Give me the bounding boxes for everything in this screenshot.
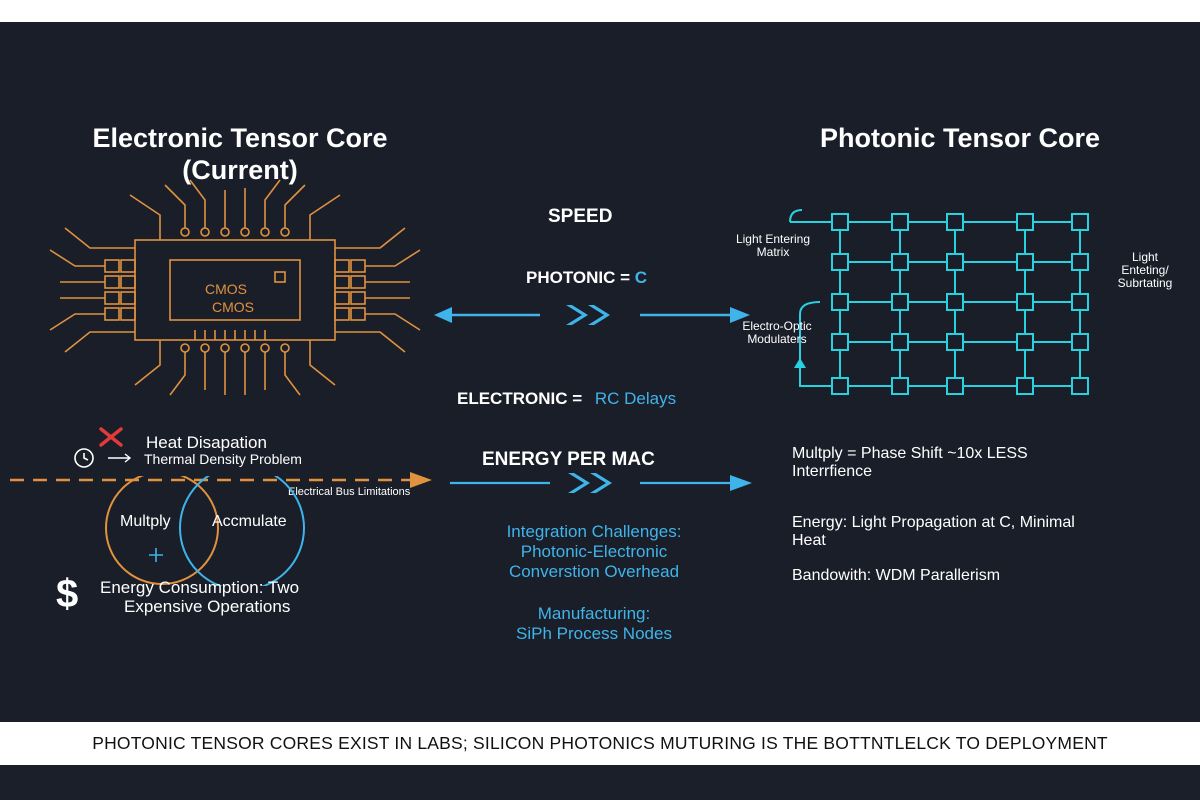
venn-diagram bbox=[105, 476, 305, 586]
venn-right-label: Accmulate bbox=[212, 513, 287, 530]
right-title: Photonic Tensor Core bbox=[819, 123, 1101, 153]
footer-text: PHOTONIC TENSOR CORES EXIST IN LABS; SIL… bbox=[92, 733, 1108, 753]
double-chevron-icon bbox=[566, 305, 610, 325]
chip-label-1: CMOS bbox=[205, 281, 247, 297]
modulators-label: Electro-Optic Modulaters bbox=[742, 319, 812, 346]
photonic-speed: PHOTONIC = C bbox=[526, 268, 648, 287]
photonic-grid bbox=[789, 209, 1089, 395]
multiply-phase-shift: Multply = Phase Shift ~10x LESS Interrfi… bbox=[792, 445, 1028, 480]
electronic-chip: CMOS CMOS bbox=[49, 179, 421, 396]
top-band bbox=[0, 0, 1200, 22]
electrical-bus-arrow bbox=[10, 472, 432, 488]
energy-per-mac-title: ENERGY PER MAC bbox=[482, 449, 655, 470]
footer-banner: PHOTONIC TENSOR CORES EXIST IN LABS; SIL… bbox=[0, 722, 1200, 765]
bandwidth-wdm: Bandowith: WDM Parallerism bbox=[792, 567, 1001, 584]
clock-icon bbox=[74, 448, 132, 468]
energy-consumption-text: Energy Consumption: Two Expensive Operat… bbox=[100, 578, 300, 616]
diagram-canvas bbox=[0, 22, 1200, 722]
bus-label: Electrical Bus Limitations bbox=[288, 486, 411, 498]
left-title: Electronic Tensor Core (Current) bbox=[92, 123, 388, 185]
venn-left-label: Multply bbox=[120, 513, 171, 530]
speed-title: SPEED bbox=[548, 206, 613, 227]
dollar-icon: $ bbox=[56, 572, 79, 616]
energy-arrow bbox=[450, 475, 752, 491]
manufacturing: Manufacturing: SiPh Process Nodes bbox=[516, 604, 672, 643]
light-entering-label: Light Entering Matrix bbox=[735, 232, 811, 259]
heat-subtitle: Thermal Density Problem bbox=[144, 451, 302, 467]
electronic-speed: ELECTRONIC = RC Delays bbox=[457, 389, 677, 408]
double-chevron-icon-2 bbox=[568, 473, 612, 493]
chip-label-2: CMOS bbox=[212, 299, 254, 315]
speed-arrow bbox=[434, 307, 750, 323]
integration-challenges: Integration Challenges: Photonic-Electro… bbox=[506, 522, 682, 581]
energy-light-propagation: Energy: Light Propagation at C, Minimal … bbox=[792, 514, 1075, 549]
bottom-band bbox=[0, 765, 1200, 800]
heat-title: Heat Disapation bbox=[146, 433, 267, 452]
light-exiting-label: Light Enteting/ Subrtating bbox=[1117, 250, 1173, 290]
cross-icon bbox=[99, 427, 123, 447]
